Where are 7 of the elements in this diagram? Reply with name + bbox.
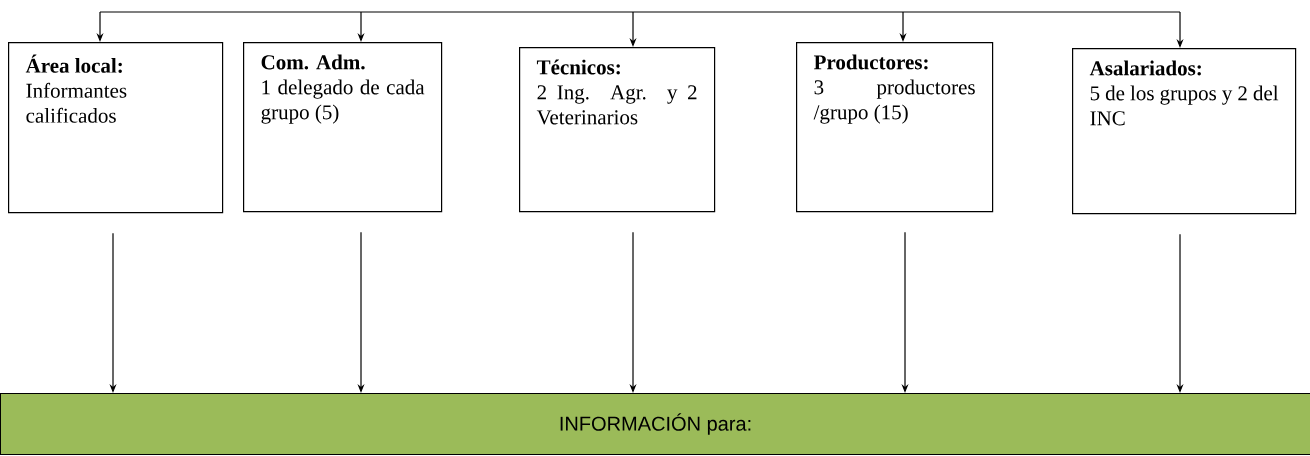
result-bar: INFORMACIÓN para: [0, 393, 1310, 455]
bracket-line [99, 11, 1181, 13]
text-box: Técnicos: 2 Ing. Agr. y 2 Veterinarios [519, 47, 716, 213]
text-box: Com. Adm. 1 delegado de cada grupo (5) [243, 42, 443, 213]
text-box: Asalariados: 5 de los grupos y 2 del INC [1072, 48, 1297, 215]
text-box: Área local: Informantes calificados [8, 42, 224, 214]
text-box: Productores: 3 productores /grupo (15) [796, 42, 994, 213]
